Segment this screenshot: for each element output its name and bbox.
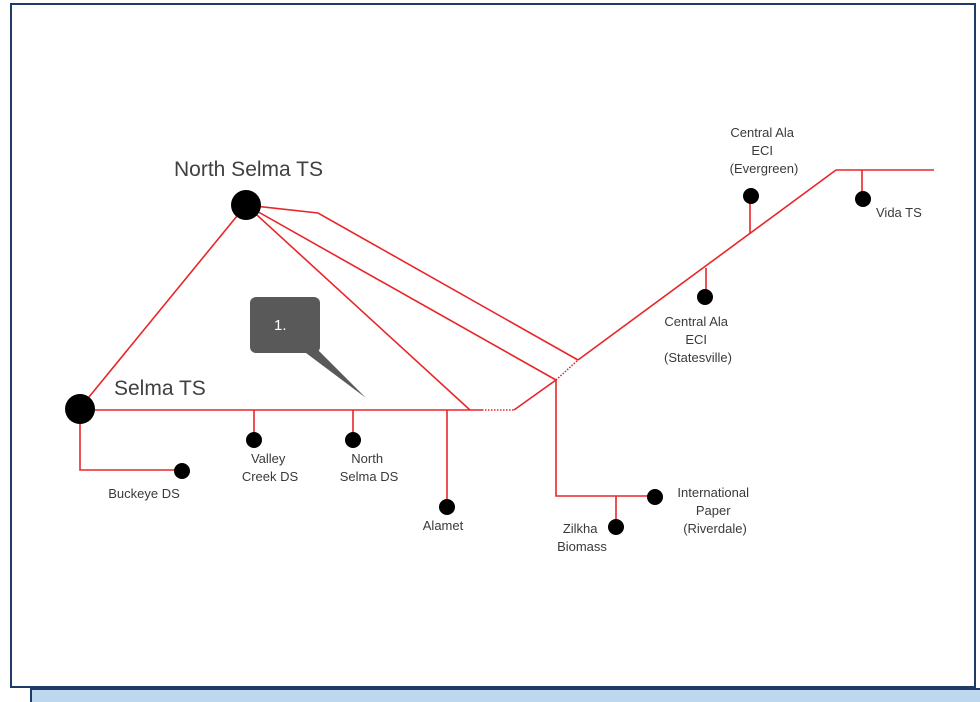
station-labels: North Selma TS Selma TS Buckeye DS Valle…: [108, 125, 922, 554]
node-selma-ts: [65, 394, 95, 424]
callout-box: [250, 297, 320, 353]
callout-label: 1.: [274, 317, 287, 334]
line-bus-to-junction: [513, 379, 557, 411]
node-valley-creek-ds: [246, 432, 262, 448]
label-central-ala-evergreen: Central Ala ECI (Evergreen): [730, 125, 799, 176]
node-buckeye-ds: [174, 463, 190, 479]
line-junction-to-northeast: [577, 169, 837, 361]
label-valley-creek-ds: Valley Creek DS: [242, 451, 299, 484]
label-selma-ts: Selma TS: [114, 377, 206, 400]
diagram-frame: [10, 3, 976, 688]
label-central-ala-statesville: Central Ala ECI (Statesville): [664, 314, 732, 365]
callout-1: 1.: [250, 297, 366, 398]
label-north-selma-ds: North Selma DS: [340, 451, 399, 484]
tap-buckeye: [79, 410, 182, 471]
tap-international-paper: [555, 380, 654, 497]
label-north-selma-ts: North Selma TS: [174, 158, 323, 181]
line-north-selma-to-junction: [245, 204, 557, 381]
node-vida-ts: [855, 191, 871, 207]
label-alamet: Alamet: [423, 518, 464, 533]
line-junction-dotted: [555, 359, 579, 381]
label-buckeye-ds: Buckeye DS: [108, 486, 180, 501]
node-central-ala-statesville: [697, 289, 713, 305]
line-north-selma-to-selma: [79, 204, 247, 409]
bottom-band: [30, 688, 980, 702]
label-vida-ts: Vida TS: [876, 205, 922, 220]
callout-pointer: [302, 350, 366, 398]
node-alamet: [439, 499, 455, 515]
node-zilkha-biomass: [608, 519, 624, 535]
line-north-selma-to-bus: [245, 204, 471, 411]
station-nodes: [65, 188, 871, 535]
node-north-selma-ts: [231, 190, 261, 220]
node-central-ala-evergreen: [743, 188, 759, 204]
node-international-paper: [647, 489, 663, 505]
label-international-paper: International Paper (Riverdale): [677, 485, 752, 536]
node-north-selma-ds: [345, 432, 361, 448]
transmission-lines: [79, 169, 934, 526]
line-north-selma-to-east: [245, 204, 579, 361]
label-zilkha-biomass: Zilkha Biomass: [557, 521, 607, 554]
